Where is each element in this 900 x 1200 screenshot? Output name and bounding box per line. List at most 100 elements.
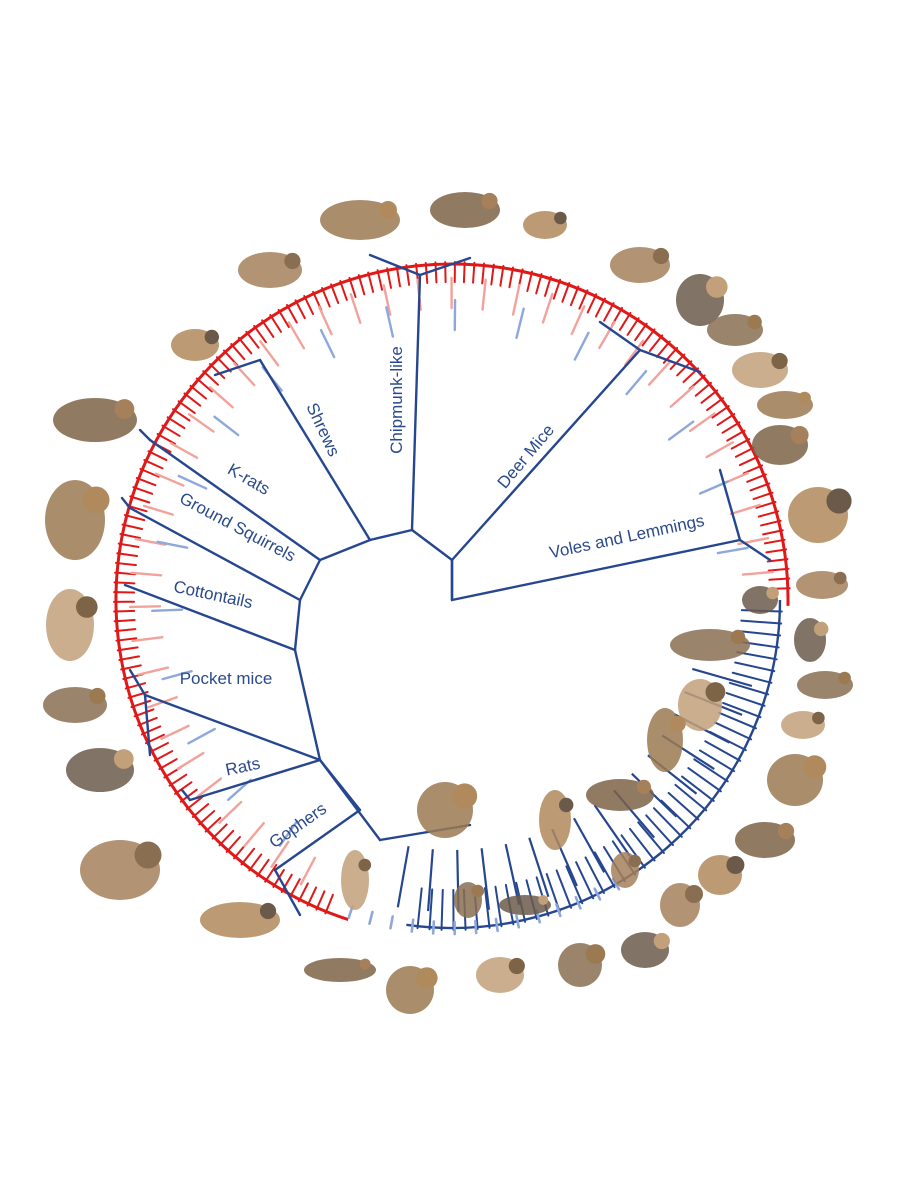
armadillo-illustration-head <box>204 329 219 345</box>
radial-spoke <box>593 804 631 857</box>
pink-branch <box>137 666 170 676</box>
tree-branch <box>718 468 742 542</box>
red-tip-branch <box>721 421 741 434</box>
blue-tip-branch <box>740 619 783 625</box>
red-tip-branch <box>280 873 293 893</box>
pink-branch <box>134 537 167 546</box>
pink-branch <box>647 361 671 386</box>
blue-tip-branch <box>687 767 722 793</box>
meadow-vole-illustration <box>796 571 848 599</box>
pink-branch <box>131 635 164 643</box>
red-tip-branch <box>330 283 340 305</box>
light-blue-branch <box>156 540 189 549</box>
harvest-mouse-illustration-head <box>706 276 728 298</box>
pink-branch <box>187 413 215 433</box>
light-blue-branch <box>667 420 695 441</box>
shrew-illustration <box>794 618 829 662</box>
red-tip-branch <box>121 523 144 531</box>
pink-branch <box>259 340 280 367</box>
red-tip-branch <box>434 261 438 284</box>
red-tip-branch <box>177 400 196 415</box>
red-tip-branch <box>481 262 486 285</box>
jackrabbit-illustration-head <box>284 252 301 270</box>
fox-illustration-head <box>416 967 438 989</box>
spotted-skunk-illustration-head <box>89 687 106 705</box>
clade-label-chipmunk: Chipmunk-like <box>387 346 406 454</box>
light-blue-branch <box>385 306 395 338</box>
red-tip-branch <box>755 500 777 509</box>
deer-mouse-illustration <box>621 932 670 968</box>
jackrabbit-illustration <box>238 252 302 288</box>
red-tip-branch <box>143 459 164 470</box>
tree-branch <box>143 693 322 762</box>
snowshoe-hare-illustration-head <box>358 858 372 872</box>
red-tip-branch <box>240 847 255 866</box>
red-tip-branch <box>113 619 136 623</box>
red-tip-branch <box>462 261 466 284</box>
blue-tip-branch <box>731 671 773 684</box>
red-tip-branch <box>129 495 151 504</box>
tree-branch <box>368 253 422 277</box>
red-tip-branch <box>676 360 693 377</box>
red-tip-branch <box>711 405 730 419</box>
red-tip-branch <box>490 263 495 286</box>
light-blue-branch <box>625 369 648 396</box>
small-shrew-illustration <box>797 671 853 699</box>
red-tip-branch <box>297 882 309 903</box>
red-tip-branch <box>734 446 755 458</box>
red-tip-branch <box>569 285 580 307</box>
weasel-illustration-body <box>499 895 551 915</box>
light-blue-tip <box>389 915 394 930</box>
red-tip-branch <box>139 467 160 478</box>
red-tip-branch <box>116 552 139 558</box>
radial-spoke <box>480 848 491 910</box>
radial-spoke <box>504 843 521 905</box>
blue-tip-branch <box>693 758 729 783</box>
red-tip-branch <box>294 299 306 320</box>
red-tip-branch <box>149 742 169 754</box>
cottontail-illustration-head <box>777 822 795 840</box>
blue-tip-branch <box>713 721 753 741</box>
red-tip-branch <box>760 519 782 527</box>
red-tip-branch <box>123 514 146 522</box>
blue-tip-branch <box>637 821 665 854</box>
clade-label-k-rats: K-rats <box>224 460 273 499</box>
red-tip-branch <box>198 810 216 826</box>
mouse-illustration <box>523 211 567 239</box>
gray-squirrel-illustration <box>304 958 376 982</box>
pink-branch <box>169 441 199 459</box>
red-tip-branch <box>215 356 232 373</box>
antelope-squirrel-illustration <box>742 586 779 614</box>
beaver-illustration-head <box>259 902 277 920</box>
red-tip-branch <box>248 853 263 872</box>
red-tip-branch <box>716 413 736 427</box>
radial-spoke <box>528 837 550 898</box>
red-tip-branch <box>766 558 789 563</box>
pink-branch <box>688 412 716 433</box>
red-tip-branch <box>225 836 241 853</box>
light-blue-branch <box>161 670 193 681</box>
red-tip-branch <box>166 416 186 430</box>
red-tip-branch <box>285 304 298 324</box>
raccoon-illustration <box>53 398 137 442</box>
red-tip-branch <box>202 370 219 386</box>
red-tip-branch <box>730 438 751 450</box>
pink-branch <box>541 292 554 324</box>
blue-tip-branch <box>565 865 584 905</box>
red-tip-branch <box>115 637 138 642</box>
kangaroo-rat-illustration-head <box>812 711 825 725</box>
tree-branch <box>638 348 702 374</box>
jaguar-illustration <box>670 629 750 661</box>
rat-illustration-head <box>685 885 703 903</box>
red-tip-branch <box>135 477 157 487</box>
red-tip-branch <box>324 893 334 915</box>
red-tip-branch <box>694 381 713 397</box>
tree-branch <box>143 693 152 757</box>
pink-branch <box>511 283 521 316</box>
red-tip-branch <box>535 273 543 295</box>
red-tip-branch <box>669 353 686 371</box>
tree-branch <box>450 538 742 602</box>
prairie-dog-illustration-head <box>628 854 642 868</box>
clade-label-rats: Rats <box>224 754 262 780</box>
red-tip-branch <box>339 280 348 301</box>
